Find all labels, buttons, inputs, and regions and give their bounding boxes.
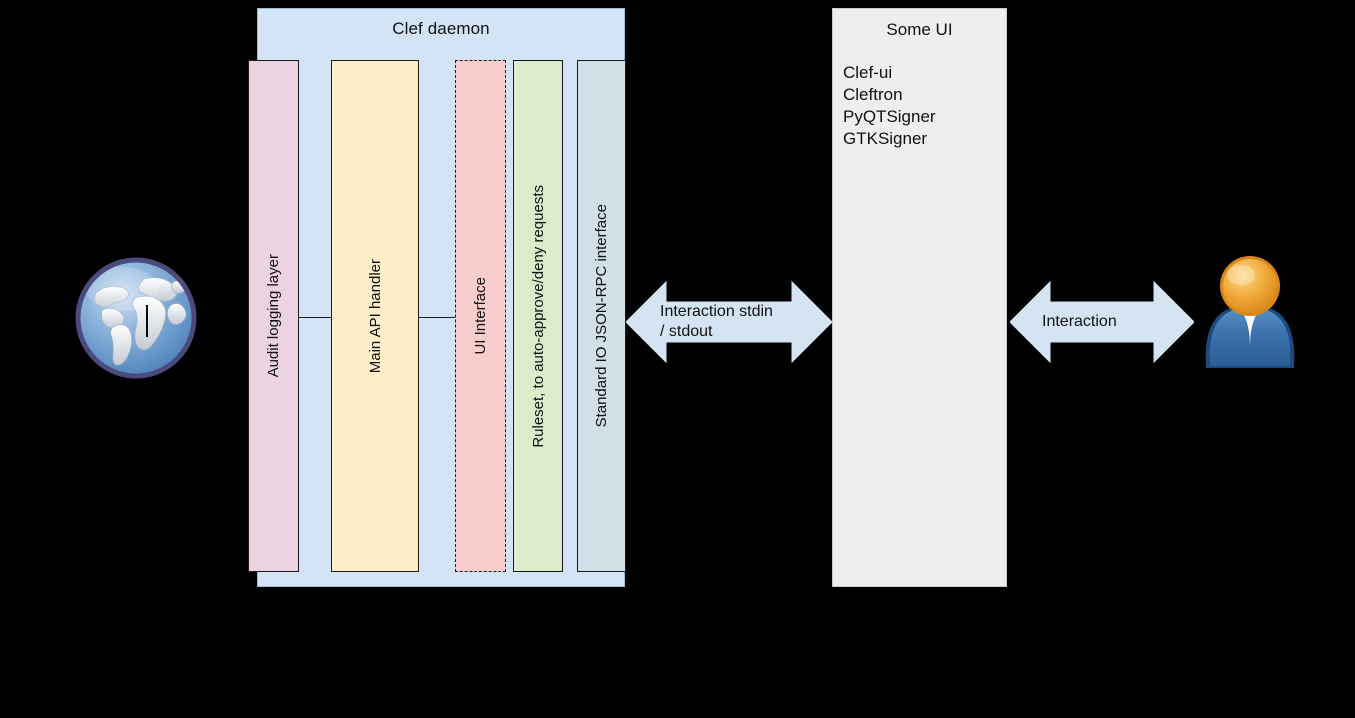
arrow-stdin-stdout: Interaction stdin / stdout [626, 278, 832, 366]
arrow-user-interaction: Interaction [1010, 278, 1194, 366]
user-icon [1200, 250, 1300, 372]
list-item: Clef-ui [843, 63, 893, 82]
component-label: Standard IO JSON-RPC interface [593, 204, 610, 428]
component-label: Audit logging layer [265, 254, 282, 378]
component-label: UI Interface [472, 277, 489, 355]
some-ui-panel [832, 8, 1007, 587]
component-main-api-handler[interactable]: Main API handler [331, 60, 419, 572]
globe-icon [72, 253, 200, 383]
clef-daemon-title: Clef daemon [392, 19, 490, 38]
component-label: Ruleset, to auto-approve/deny requests [529, 184, 547, 448]
component-audit-logging-layer[interactable]: Audit logging layer [248, 60, 299, 572]
connector-api-to-ui-interface [418, 317, 456, 318]
component-standard-io-jsonrpc-interface[interactable]: Standard IO JSON-RPC interface [577, 60, 626, 572]
list-item: PyQTSigner [843, 107, 936, 126]
component-ui-interface[interactable]: UI Interface [455, 60, 506, 572]
list-item: Cleftron [843, 85, 903, 104]
list-item: GTKSigner [843, 129, 928, 148]
connector-audit-to-api [298, 317, 332, 318]
component-label: Main API handler [366, 258, 384, 374]
clef-daemon-container [257, 8, 625, 587]
some-ui-title: Some UI [886, 20, 953, 39]
some-ui-implementation-list: Clef-ui Cleftron PyQTSigner GTKSigner [843, 62, 1003, 150]
component-ruleset[interactable]: Ruleset, to auto-approve/deny requests [513, 60, 563, 572]
